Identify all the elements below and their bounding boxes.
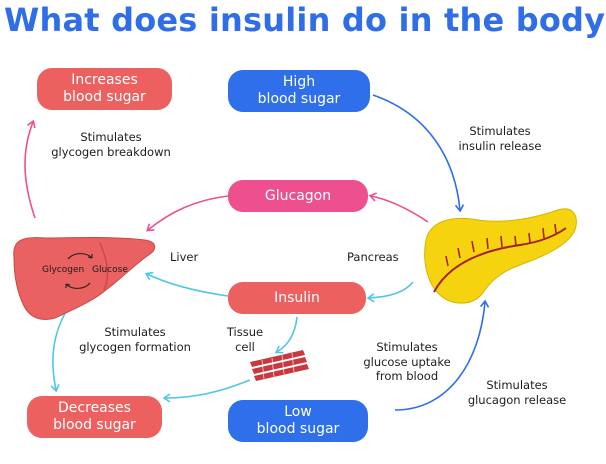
arrow-glucagon-to-liver xyxy=(146,195,229,232)
decreases-blood-sugar-node: Decreases blood sugar xyxy=(27,396,162,438)
glucose-label: Glucose xyxy=(92,265,128,275)
arrow-low-to-pancreas xyxy=(394,299,490,411)
pancreas-illustration xyxy=(424,208,577,304)
tissue-cell-illustration xyxy=(250,350,309,381)
glucagon-node: Glucagon xyxy=(228,180,368,212)
high-blood-sugar-node: High blood sugar xyxy=(228,70,370,112)
glycogen-formation-note: Stimulates glycogen formation xyxy=(79,325,191,354)
glycogen-breakdown-note: Stimulates glycogen breakdown xyxy=(51,130,171,159)
arrow-pancreas-to-glucagon xyxy=(368,192,429,223)
pancreas-label: Pancreas xyxy=(347,250,399,264)
tissue-cell-label: Tissue cell xyxy=(226,325,264,354)
arrow-liver-to-increases xyxy=(24,119,36,219)
tissue-cell-icon xyxy=(250,350,309,381)
liver-label: Liver xyxy=(170,250,199,264)
low-blood-sugar-node: Low blood sugar xyxy=(228,400,368,442)
arrow-high-to-pancreas xyxy=(372,94,465,213)
arrow-liver-to-decreases xyxy=(50,307,69,393)
increases-blood-sugar-node: Increases blood sugar xyxy=(37,68,172,110)
arrow-tissue-to-decreases xyxy=(162,379,251,403)
glycogen-label: Glycogen xyxy=(42,265,85,275)
glucose-uptake-note: Stimulates glucose uptake from blood xyxy=(363,340,451,383)
insulin-node: Insulin xyxy=(228,282,366,314)
page-title: What does insulin do in the body? xyxy=(4,1,606,39)
pancreas-icon xyxy=(424,208,577,304)
glucagon-release-note: Stimulates glucagon release xyxy=(467,378,567,407)
liver-illustration xyxy=(13,237,156,320)
arrow-insulin-to-tissue xyxy=(274,316,298,354)
arrow-insulin-to-liver xyxy=(144,271,229,297)
insulin-release-note: Stimulates insulin release xyxy=(458,124,542,153)
liver-icon xyxy=(13,237,156,320)
arrow-pancreas-to-insulin xyxy=(366,281,414,303)
